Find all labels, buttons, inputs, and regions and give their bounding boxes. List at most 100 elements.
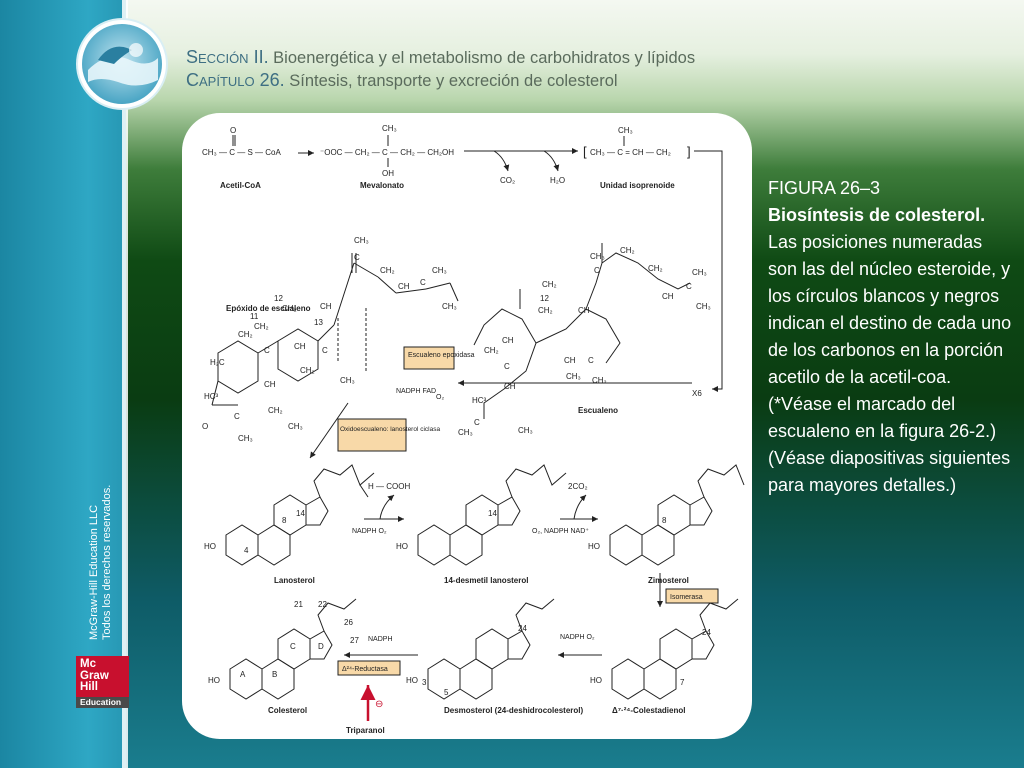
x6-label: X6 bbox=[692, 389, 702, 398]
svg-text:12: 12 bbox=[540, 294, 549, 303]
acetyl-coa-label: Acetil-CoA bbox=[220, 181, 261, 190]
svg-text:CH: CH bbox=[320, 302, 332, 311]
svg-text:21: 21 bbox=[294, 600, 303, 609]
inhibition-icon: ⊖ bbox=[375, 699, 383, 710]
epoxidase-cofactors: NADPH FAD bbox=[396, 388, 436, 395]
svg-text:C: C bbox=[594, 266, 600, 275]
logo-text-hill: Hill bbox=[80, 681, 98, 693]
copyright-notice: McGraw-Hill Education LLC Todos los dere… bbox=[88, 470, 128, 640]
step-nadph-o2: NADPH O₂ bbox=[560, 634, 595, 641]
svg-text:4: 4 bbox=[244, 546, 249, 555]
sidebar-divider bbox=[122, 0, 128, 768]
reductase-nadph: NADPH bbox=[368, 636, 393, 643]
cholesterol-structure bbox=[229, 598, 357, 700]
svg-text:C: C bbox=[290, 642, 296, 651]
epoxide-label: Epóxido de escualeno bbox=[226, 304, 311, 313]
svg-text:27: 27 bbox=[350, 636, 359, 645]
svg-text:CH₂: CH₂ bbox=[282, 304, 297, 313]
colestadienol-label: Δ⁷·²⁴-Colestadienol bbox=[612, 706, 685, 715]
svg-text:CH₂: CH₂ bbox=[538, 306, 553, 315]
logo-text-mc: Mc bbox=[80, 658, 96, 670]
svg-text:CH₂: CH₂ bbox=[254, 322, 269, 331]
figure-title: Biosíntesis de colesterol. bbox=[768, 205, 986, 225]
mevalonate-ch3: CH₃ bbox=[382, 124, 397, 133]
acetyl-coa-formula: CH₃ — C — S — CoA bbox=[202, 148, 281, 157]
svg-text:26: 26 bbox=[344, 618, 353, 627]
desmosterol-structure bbox=[427, 598, 555, 700]
section-label: Sección II. bbox=[186, 47, 269, 67]
lanosterol-structure bbox=[225, 464, 375, 566]
svg-text:CH: CH bbox=[578, 306, 590, 315]
oxygen-cofactor: O₂ bbox=[436, 394, 444, 401]
svg-text:CH₂: CH₂ bbox=[542, 280, 557, 289]
cholesterol-biosynthesis-diagram: CH₃ — C — S — CoA O Acetil-CoA ⁻OOC — CH… bbox=[202, 124, 745, 735]
h2o-release: H₂O bbox=[550, 176, 565, 185]
svg-text:C: C bbox=[504, 362, 510, 371]
svg-text:13: 13 bbox=[314, 318, 323, 327]
svg-text:CH: CH bbox=[564, 356, 576, 365]
step1-cofactors: NADPH O₂ bbox=[352, 528, 387, 535]
svg-text:CH₃: CH₃ bbox=[518, 426, 533, 435]
svg-text:C: C bbox=[588, 356, 594, 365]
svg-text:CH₂: CH₂ bbox=[300, 366, 315, 375]
svg-text:H₂C: H₂C bbox=[210, 358, 225, 367]
svg-text:CH₂: CH₂ bbox=[648, 264, 663, 273]
zymosterol-label: Zimosterol bbox=[648, 576, 689, 585]
svg-text:CH₃: CH₃ bbox=[288, 422, 303, 431]
svg-text:CH₂: CH₂ bbox=[592, 376, 607, 385]
figure-note: (Véase diapositivas siguientes para mayo… bbox=[768, 448, 1011, 495]
svg-text:CH₂: CH₂ bbox=[484, 346, 499, 355]
cyclase-enzyme: Oxidoescualeno: lanosterol ciclasa bbox=[340, 426, 440, 433]
svg-text:CH₃: CH₃ bbox=[696, 302, 711, 311]
svg-text:CH₃: CH₃ bbox=[354, 236, 369, 245]
svg-text:CH₂: CH₂ bbox=[620, 246, 635, 255]
sidebar bbox=[0, 0, 126, 768]
formate-release: H — COOH bbox=[368, 482, 410, 491]
svg-text:D: D bbox=[318, 642, 324, 651]
svg-text:C: C bbox=[322, 346, 328, 355]
svg-text:7: 7 bbox=[680, 678, 685, 687]
svg-text:11: 11 bbox=[250, 312, 259, 321]
svg-text:14: 14 bbox=[488, 509, 497, 518]
svg-text:3: 3 bbox=[422, 678, 427, 687]
figure-caption: FIGURA 26–3 Biosíntesis de colesterol. L… bbox=[768, 175, 1013, 499]
section-title: Bioenergética y el metabolismo de carboh… bbox=[273, 49, 696, 67]
svg-text:12: 12 bbox=[274, 294, 283, 303]
svg-text:HO: HO bbox=[396, 542, 408, 551]
svg-text:CH₃: CH₃ bbox=[458, 428, 473, 437]
svg-text:CH: CH bbox=[294, 342, 306, 351]
chapter-label: Capítulo 26. bbox=[186, 70, 285, 90]
chapter-title: Síntesis, transporte y excreción de cole… bbox=[289, 72, 618, 90]
logo-text-graw: Graw bbox=[80, 669, 109, 682]
svg-text:CH: CH bbox=[264, 380, 276, 389]
colestadienol-structure bbox=[611, 598, 739, 700]
copyright-line2: Todos los derechos reservados. bbox=[101, 484, 113, 640]
svg-text:C: C bbox=[474, 418, 480, 427]
step2-cofactors: O₂, NADPH NAD⁺ bbox=[532, 528, 589, 535]
svg-text:CH: CH bbox=[504, 382, 516, 391]
svg-text:C: C bbox=[234, 412, 240, 421]
header-section: Sección II. Bioenergética y el metabolis… bbox=[186, 47, 695, 68]
isoprenoid-ch3: CH₃ bbox=[618, 126, 633, 135]
svg-text:CH₃: CH₃ bbox=[692, 268, 707, 277]
svg-text:CH₃: CH₃ bbox=[590, 252, 605, 261]
logo-text-education: Education bbox=[76, 697, 129, 708]
svg-text:CH₂: CH₂ bbox=[238, 330, 253, 339]
svg-text:HO: HO bbox=[590, 676, 602, 685]
reductase-enzyme: Δ²⁴-Reductasa bbox=[342, 666, 388, 673]
svg-text:HC³: HC³ bbox=[472, 396, 487, 405]
publisher-logo: Mc Graw Hill Education bbox=[76, 656, 129, 708]
desmethyl-lanosterol-structure bbox=[417, 464, 567, 566]
svg-text:HO: HO bbox=[406, 676, 418, 685]
copyright-line1: McGraw-Hill Education LLC bbox=[88, 504, 100, 640]
svg-text:O: O bbox=[202, 422, 208, 431]
isoprenoid-formula: CH₃ — C = CH — CH₂ bbox=[590, 148, 671, 157]
svg-text:C: C bbox=[264, 346, 270, 355]
cholesterol-label: Colesterol bbox=[268, 706, 307, 715]
svg-text:5: 5 bbox=[444, 688, 449, 697]
svg-text:CH₃: CH₃ bbox=[432, 266, 447, 275]
co2-release: CO₂ bbox=[500, 176, 515, 185]
svg-text:C: C bbox=[420, 278, 426, 287]
svg-text:[: [ bbox=[583, 144, 587, 159]
svg-text:24: 24 bbox=[702, 628, 711, 637]
